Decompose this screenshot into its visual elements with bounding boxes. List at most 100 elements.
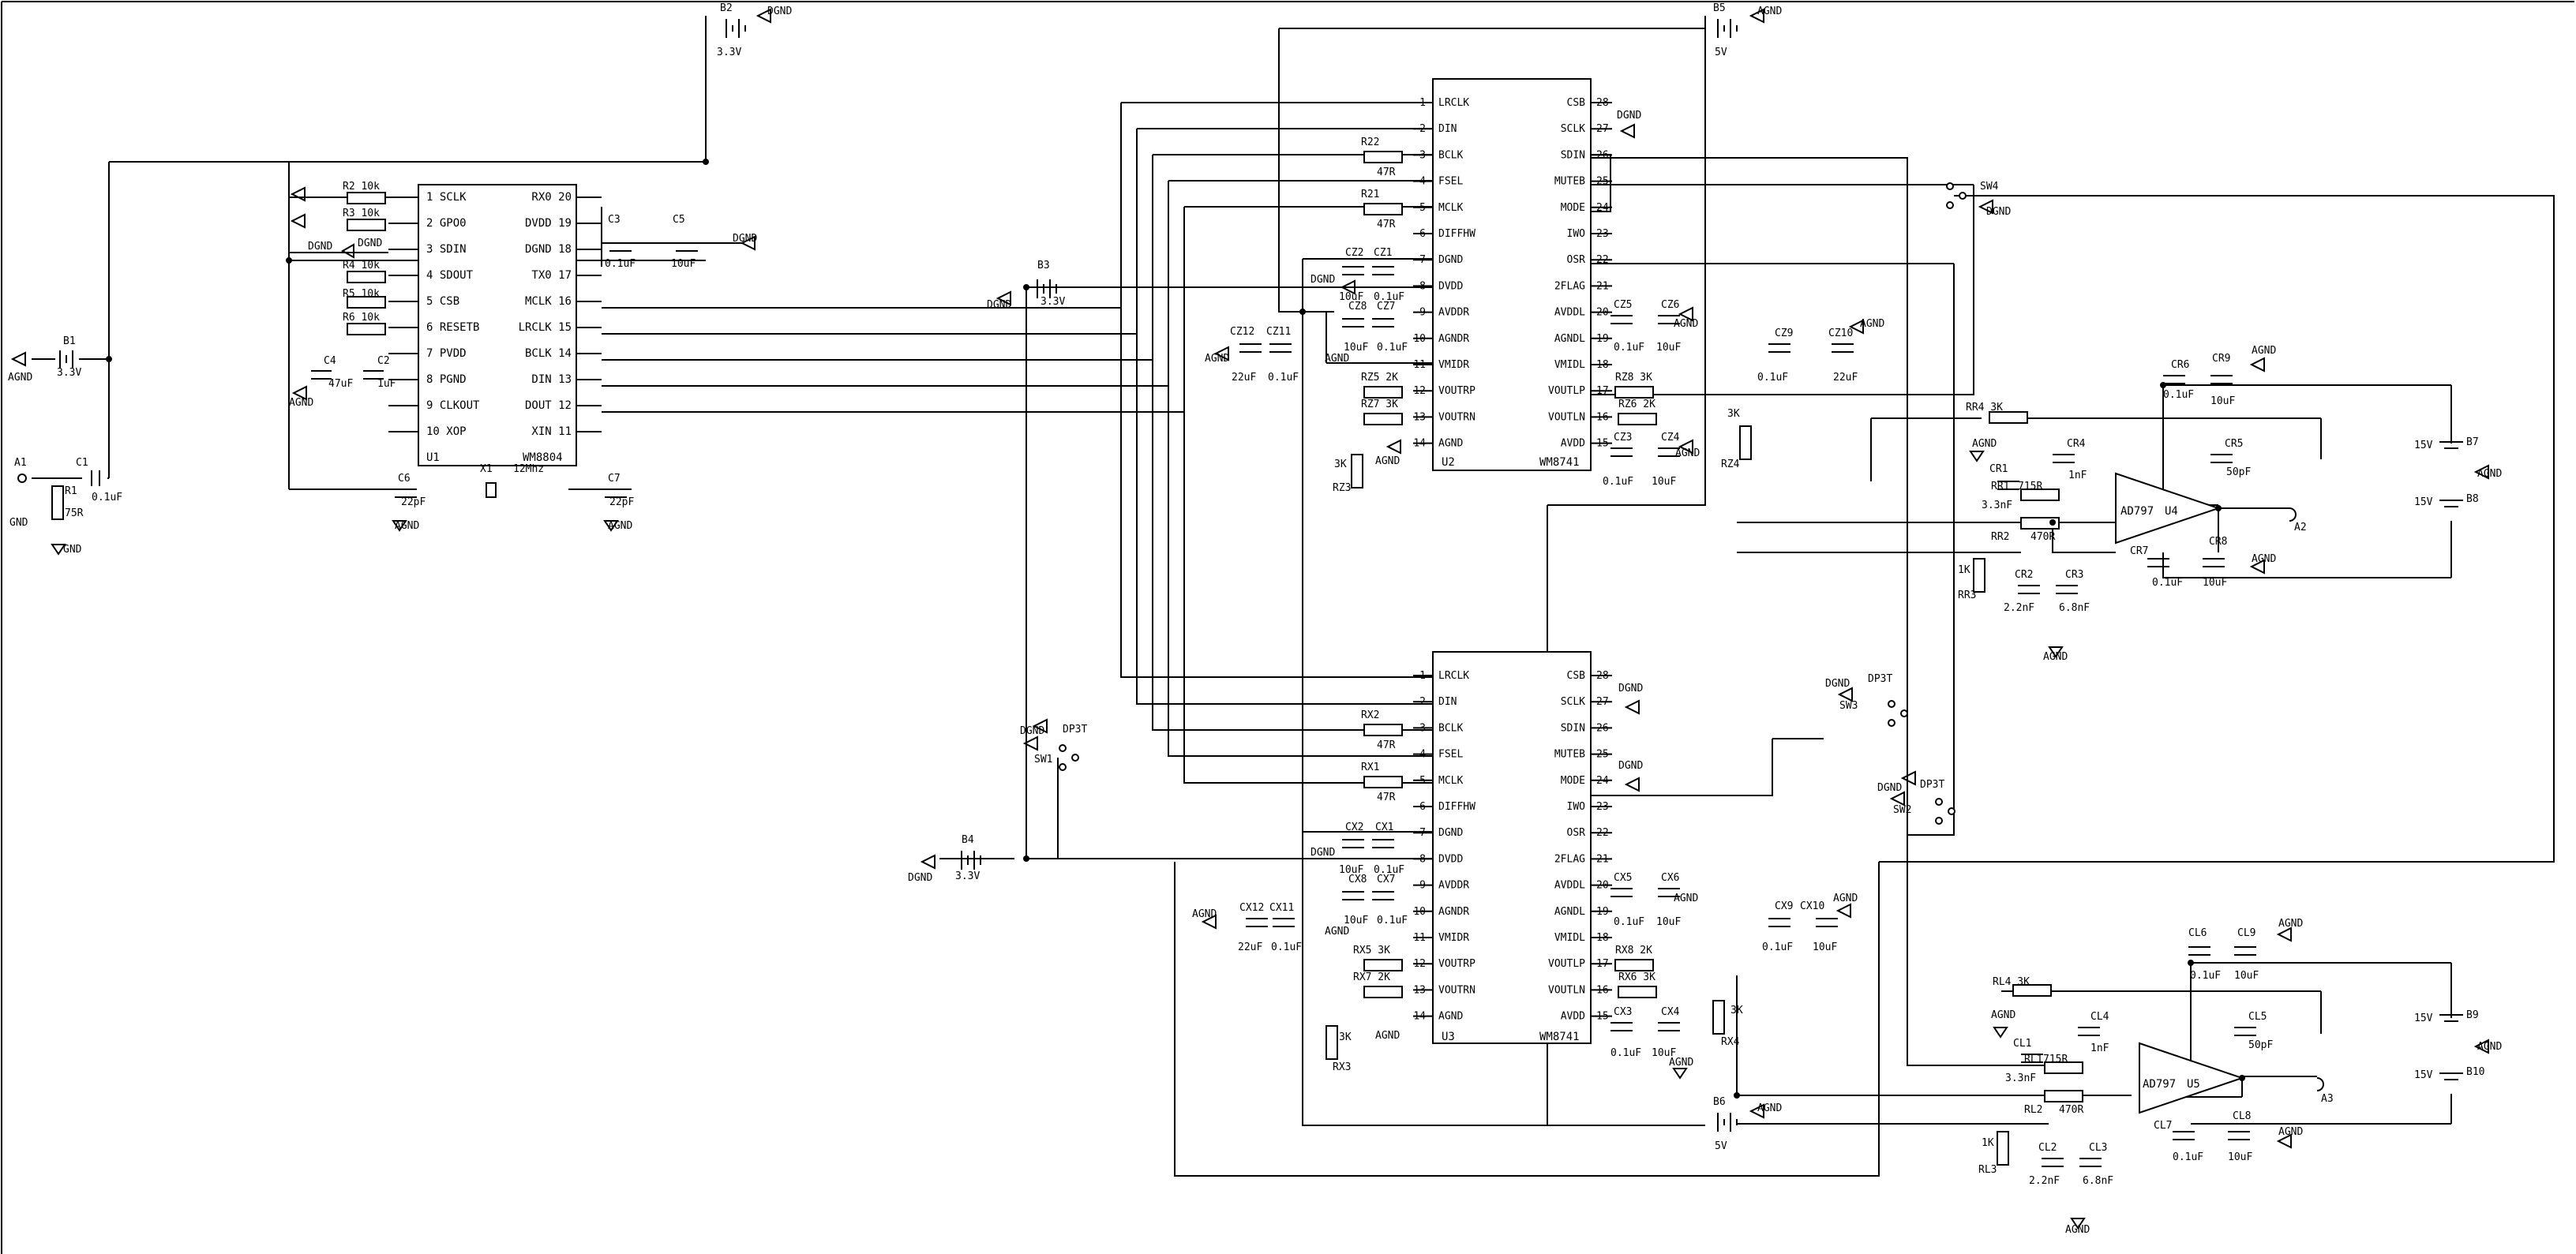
component-label: 1nF — [2068, 470, 2087, 481]
component-label: 3.3V — [1041, 296, 1065, 308]
component-label: R6 10k — [343, 312, 380, 324]
component-label: DP3T — [1063, 724, 1087, 736]
component-label: B6 — [1713, 1096, 1726, 1108]
component-label: AGND — [1991, 1009, 2015, 1021]
chip-pin-name: 2FLAG — [1554, 853, 1585, 865]
chip-pin-name: VOUTLP — [1548, 958, 1585, 970]
chip-u1-pin-right: BCLK 14 — [525, 347, 572, 360]
component-label: B9 — [2466, 1009, 2479, 1021]
chip-u2-label: U2 — [1442, 456, 1455, 469]
component-label: 3.3nF — [1982, 500, 2012, 511]
chip-u2-part: WM8741 — [1539, 456, 1580, 469]
chip-pin-name: DIN — [1438, 123, 1457, 135]
component-label: RX5 3K — [1353, 945, 1390, 956]
chip-pin-name: OSR — [1567, 254, 1586, 266]
component-label: DP3T — [1868, 673, 1892, 685]
component-label: CR8 — [2209, 536, 2227, 548]
component-label: 3K — [1727, 408, 1740, 420]
component-label: RR1 — [1991, 481, 2009, 492]
component-label: B8 — [2466, 493, 2479, 505]
chip-pin-name: MCLK — [1438, 775, 1463, 787]
chip-pin-name: AVDDL — [1554, 307, 1585, 319]
chip-pin-name: AGND — [1438, 1011, 1463, 1023]
component-label: CZ3 — [1614, 432, 1632, 444]
output-terminals — [17, 474, 2324, 1091]
component-label: 0.1uF — [2190, 970, 2221, 982]
chip-pin-name: VOUTRN — [1438, 411, 1475, 423]
chip-u1-pin-right: DGND 18 — [525, 243, 572, 256]
component-label: AGND — [1675, 447, 1700, 459]
component-label: DGND — [1877, 782, 1902, 794]
chip-u1-pin-right: RX0 20 — [531, 191, 572, 204]
ground-arrows — [10, 8, 2489, 1230]
chip-pin-name: IWO — [1567, 228, 1586, 240]
component-label: RZ8 3K — [1615, 372, 1652, 384]
component-label: 3K — [1339, 1031, 1352, 1043]
chip-pin-name: VMIDR — [1438, 359, 1469, 371]
component-label: AGND — [2065, 1224, 2090, 1236]
component-label: 6.8nF — [2083, 1175, 2113, 1187]
component-label: AGND — [2252, 553, 2276, 565]
chip-u1-pin-left: 1 SCLK — [426, 191, 467, 204]
component-label: DGND — [908, 872, 932, 884]
component-label: C7 — [608, 473, 621, 485]
component-label: DGND — [1617, 110, 1641, 122]
component-label: 22pF — [609, 496, 634, 508]
component-label: 0.1uF — [1762, 941, 1793, 953]
chip-pin-name: DGND — [1438, 827, 1463, 839]
component-label: R3 10k — [343, 208, 380, 219]
chip-pin-name: VMIDL — [1554, 359, 1585, 371]
component-label: AGND — [1669, 1057, 1693, 1069]
chip-pin-name: VMIDR — [1438, 932, 1469, 944]
component-label: B5 — [1713, 2, 1726, 14]
chip-u3-part: WM8741 — [1539, 1031, 1580, 1043]
component-label: AGND — [2043, 651, 2068, 663]
component-label: AGND — [2278, 1126, 2303, 1138]
component-label: 10uF — [671, 258, 696, 270]
chip-pin-name: AGNDL — [1554, 333, 1585, 345]
chip-pin-name: MCLK — [1438, 202, 1463, 214]
component-label: 15V — [2414, 1013, 2433, 1024]
chip-pin-name: VOUTRP — [1438, 958, 1475, 970]
component-label: 10uF — [2234, 970, 2259, 982]
component-label: 1K — [1982, 1137, 1994, 1149]
chip-u1-pin-right: MCLK 16 — [525, 295, 572, 308]
component-label: CL2 — [2038, 1142, 2057, 1154]
opamp-u5-label: U5 — [2187, 1078, 2200, 1091]
chip-pin-name: AVDDR — [1438, 307, 1469, 319]
component-label: GND — [9, 517, 28, 529]
component-label: 22pF — [401, 496, 426, 508]
chip-pin-name: DIFFHW — [1438, 228, 1475, 240]
component-label: AGND — [2477, 1041, 2502, 1053]
component-label: 10uF — [1652, 1047, 1676, 1059]
chip-pin-name: SDIN — [1561, 722, 1585, 734]
component-label: 10uF — [1656, 342, 1681, 354]
component-label: SW3 — [1839, 700, 1858, 712]
component-label: AGND — [289, 397, 313, 409]
chip-u1-pin-right: XIN 11 — [531, 425, 572, 438]
component-label: B1 — [63, 335, 76, 347]
capacitors — [91, 242, 2256, 1167]
opamp-u4-part: AD797 — [2120, 505, 2154, 518]
component-label: 0.1uF — [1374, 864, 1404, 876]
chip-pin-name: VOUTRN — [1438, 984, 1475, 996]
component-label: AGND — [1375, 455, 1400, 467]
chip-u1-pin-right: DOUT 12 — [525, 399, 572, 412]
component-label: 1nF — [2090, 1043, 2109, 1054]
component-label: R21 — [1361, 189, 1379, 200]
component-label: CX5 — [1614, 872, 1632, 884]
chip-pin-name: AVDDL — [1554, 880, 1585, 892]
component-label: GND — [63, 544, 82, 556]
resistors — [51, 151, 2083, 1166]
component-label: RX6 3K — [1618, 971, 1655, 983]
component-label: CZ1 — [1374, 247, 1392, 259]
component-label: AGND — [2278, 918, 2303, 930]
chip-pin-name: AGNDR — [1438, 333, 1469, 345]
component-label: AGND — [1205, 353, 1229, 365]
component-label: 15V — [2414, 440, 2433, 451]
component-label: AGND — [1325, 926, 1349, 938]
component-label: 0.1uF — [92, 492, 122, 503]
component-label: 22uF — [1232, 372, 1256, 384]
component-label: C2 — [377, 355, 390, 367]
